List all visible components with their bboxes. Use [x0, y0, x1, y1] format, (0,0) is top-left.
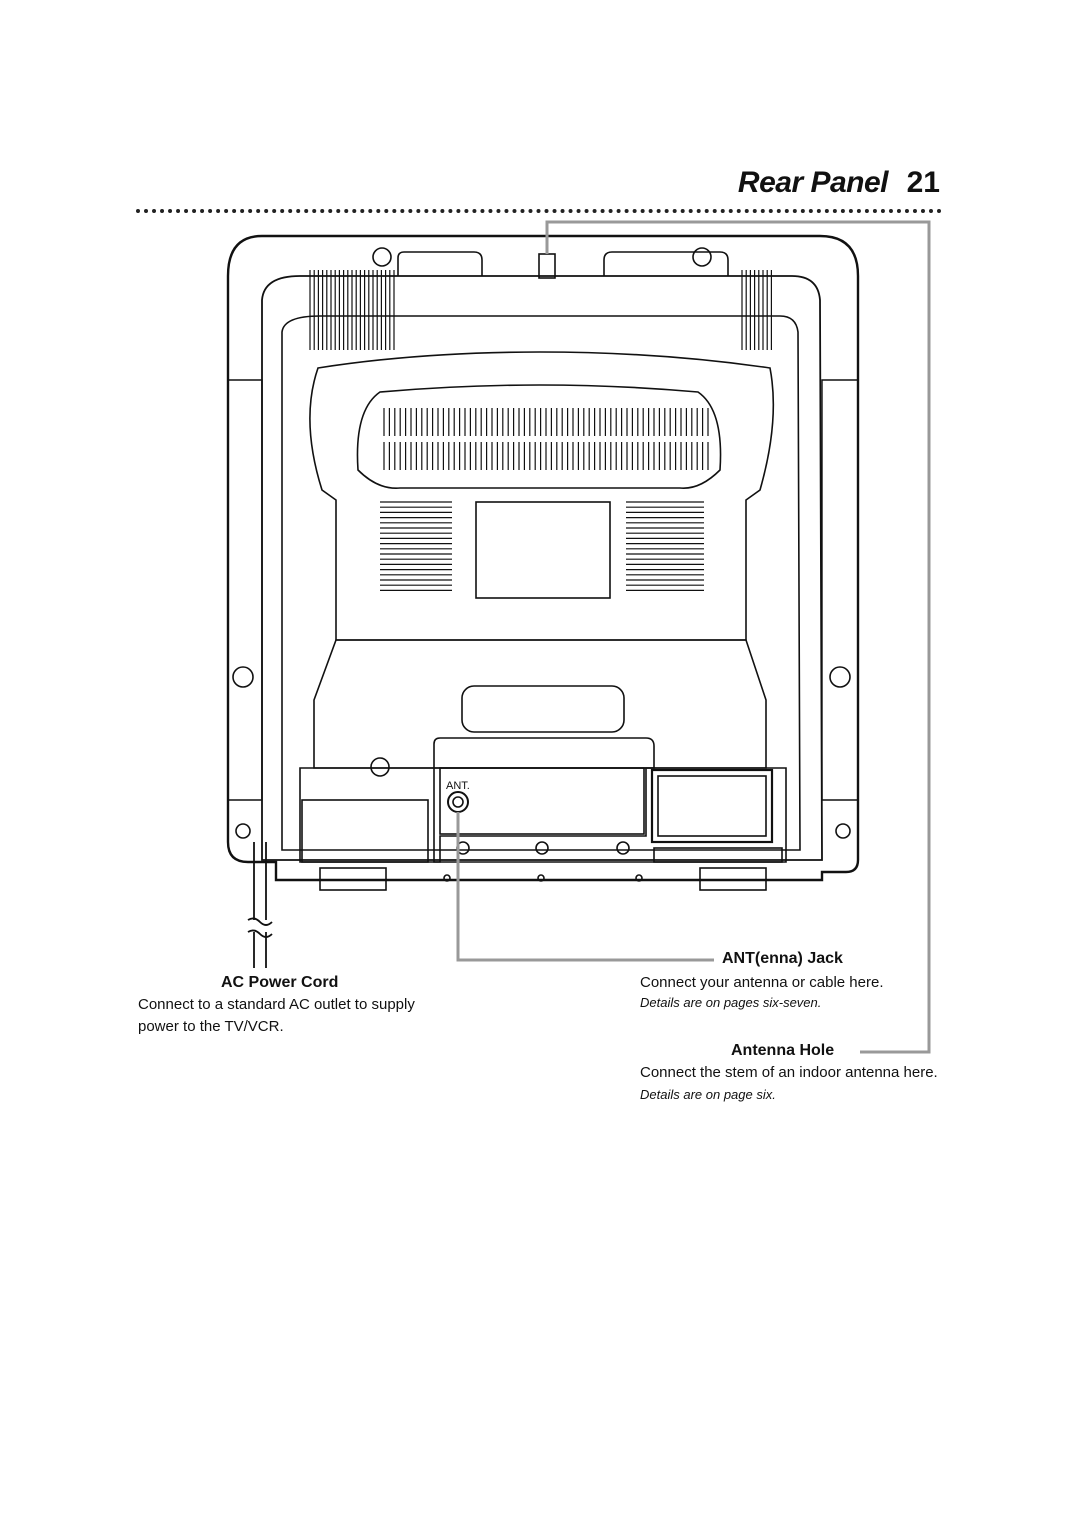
label-plate — [475, 501, 611, 599]
ac-power-cord — [247, 842, 273, 968]
ant-jack-callout — [456, 812, 714, 962]
right-bottom-box — [653, 847, 783, 863]
left-foot — [319, 867, 387, 891]
screw-bottom-right — [835, 823, 851, 839]
jack-panel — [433, 737, 655, 863]
ant-label: ANT. — [446, 780, 470, 792]
screw-foot-1 — [443, 874, 451, 882]
screw-panel-2 — [535, 841, 549, 855]
screw-lower-left — [370, 757, 390, 777]
screws — [232, 247, 851, 882]
left-handle — [397, 251, 483, 276]
right-foot — [699, 867, 767, 891]
antenna-hole-description: Connect the stem of an indoor antenna he… — [640, 1062, 940, 1106]
back-cover-outer — [261, 275, 823, 861]
right-compartment-inner — [657, 775, 767, 837]
back-cover-inner — [281, 315, 801, 851]
ac-power-cord-description: Connect to a standard AC outlet to suppl… — [138, 996, 415, 1035]
lower-body — [313, 639, 767, 769]
rear-bulge — [309, 351, 775, 641]
jack-panel-inner — [439, 767, 645, 835]
screw-top-left — [372, 247, 392, 267]
dotted-divider — [136, 209, 942, 213]
vent-housing — [356, 384, 722, 489]
callout-lines — [456, 220, 931, 1054]
screw-foot-2 — [537, 874, 545, 882]
antenna-jack-heading: ANT(enna) Jack — [722, 950, 843, 967]
right-side-recess — [821, 379, 858, 801]
ant-jack-inner — [452, 796, 464, 808]
antenna-hole-heading: Antenna Hole — [731, 1042, 835, 1059]
antenna-hole-callout — [545, 220, 931, 1054]
antenna-hole — [538, 253, 556, 279]
antenna-jack-note: Details are on pages six-seven. — [640, 995, 822, 1010]
left-bottom-box — [301, 799, 429, 863]
right-compartment — [650, 768, 774, 844]
screw-panel-3 — [616, 841, 630, 855]
page-number: 21 — [906, 166, 940, 199]
left-side-recess — [228, 379, 263, 801]
antenna-hole-text: Connect the stem of an indoor antenna he… — [640, 1064, 938, 1081]
page-header: Rear Panel 21 — [640, 166, 940, 210]
page-title: Rear Panel — [737, 166, 889, 199]
lower-slot — [461, 685, 625, 733]
right-handle — [603, 251, 729, 276]
screw-left-mid — [232, 666, 254, 688]
ac-power-cord-heading: AC Power Cord — [221, 974, 339, 991]
outer-cabinet — [226, 234, 860, 882]
screw-foot-3 — [635, 874, 643, 882]
screw-right-mid — [829, 666, 851, 688]
antenna-jack-description: Connect your antenna or cable here. — [640, 974, 884, 991]
vent-slots — [309, 270, 773, 592]
antenna-hole-note: Details are on page six. — [640, 1087, 776, 1102]
screw-top-right — [692, 247, 712, 267]
screw-bottom-left — [235, 823, 251, 839]
ant-jack-outer — [447, 791, 469, 813]
